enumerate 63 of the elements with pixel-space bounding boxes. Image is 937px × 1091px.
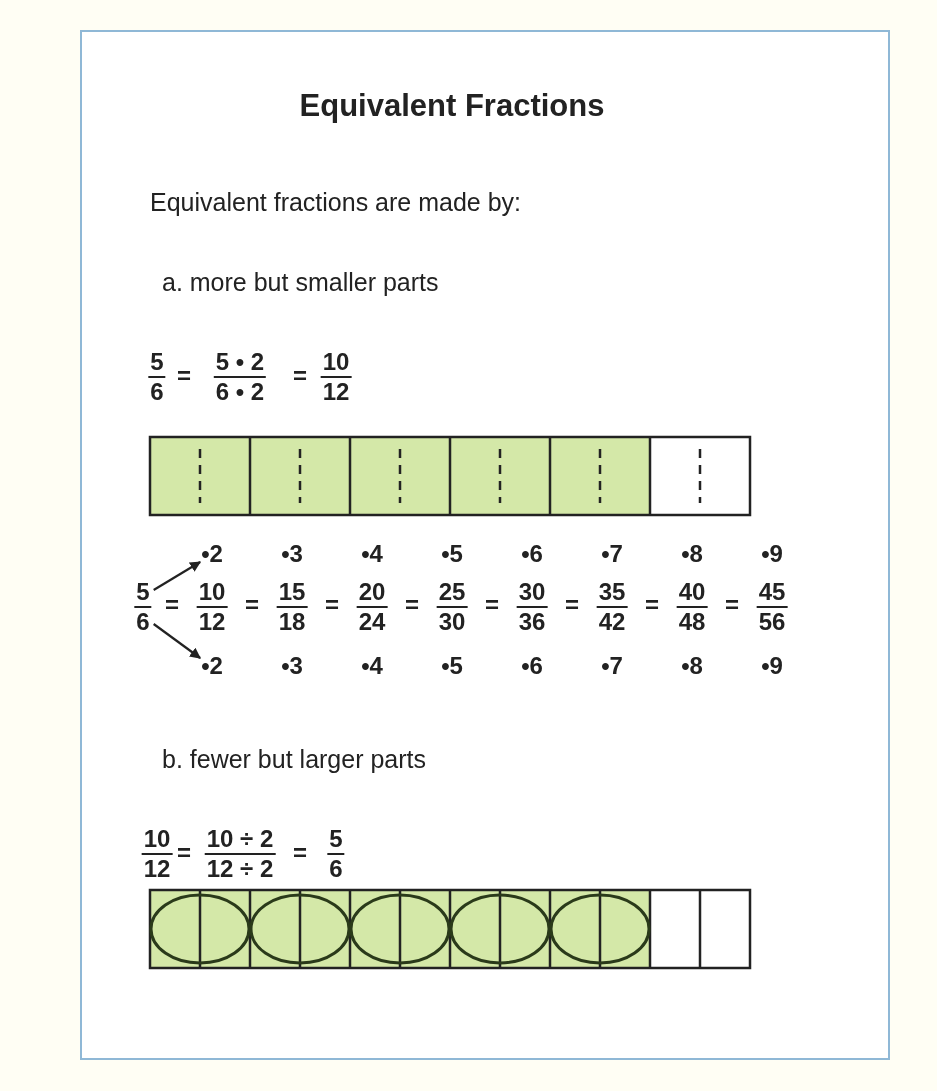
numerator: 35 — [596, 578, 628, 608]
section-heading: a. more but smaller parts — [162, 268, 439, 297]
intro-text: Equivalent fractions are made by: — [150, 188, 522, 217]
multiplier: •5 — [441, 652, 463, 680]
denominator: 42 — [597, 608, 627, 636]
multiplier: •2 — [201, 540, 223, 568]
multiplier: •2 — [201, 652, 223, 680]
multiplier: •4 — [361, 540, 383, 568]
denominator: 36 — [517, 608, 547, 636]
equals-sign: = — [177, 839, 191, 867]
multiplier: •9 — [761, 540, 783, 568]
denominator: 6 — [149, 378, 165, 406]
equals-sign: = — [565, 591, 579, 619]
multiplier: •4 — [361, 652, 383, 680]
numerator: 5 — [148, 348, 166, 378]
denominator: 12 — [197, 608, 227, 636]
equals-sign: = — [177, 362, 191, 390]
equals-sign: = — [165, 591, 179, 619]
denominator: 12 ÷ 2 — [205, 855, 275, 883]
equals-sign: = — [293, 362, 307, 390]
fraction: 5 6 — [134, 578, 152, 636]
multiplier: •8 — [681, 540, 703, 568]
denominator: 18 — [277, 608, 307, 636]
denominator: 30 — [437, 608, 467, 636]
multiplier: •6 — [521, 652, 543, 680]
numerator: 10 — [320, 348, 352, 378]
numerator: 10 — [196, 578, 228, 608]
equals-sign: = — [325, 591, 339, 619]
equals-sign: = — [293, 839, 307, 867]
multiplier: •5 — [441, 540, 463, 568]
numerator: 25 — [436, 578, 468, 608]
numerator: 40 — [676, 578, 708, 608]
numerator: 45 — [756, 578, 788, 608]
denominator: 6 — [328, 855, 344, 883]
multiplier: •3 — [281, 652, 303, 680]
equals-sign: = — [485, 591, 499, 619]
section-heading: b. fewer but larger parts — [162, 745, 426, 774]
multiplier: •7 — [601, 540, 623, 568]
arrow — [153, 623, 201, 659]
equals-sign: = — [405, 591, 419, 619]
multiplier: •6 — [521, 540, 543, 568]
numerator: 10 — [141, 825, 173, 855]
numerator: 20 — [356, 578, 388, 608]
numerator: 15 — [276, 578, 308, 608]
denominator: 24 — [357, 608, 387, 636]
equals-sign: = — [645, 591, 659, 619]
equals-sign: = — [245, 591, 259, 619]
denominator: 56 — [757, 608, 787, 636]
numerator: 5 • 2 — [213, 348, 267, 378]
title: Equivalent Fractions — [299, 88, 605, 124]
denominator: 12 — [321, 378, 351, 406]
multiplier: •7 — [601, 652, 623, 680]
equals-sign: = — [725, 591, 739, 619]
denominator: 6 • 2 — [214, 378, 266, 406]
denominator: 12 — [142, 855, 172, 883]
denominator: 48 — [677, 608, 707, 636]
multiplier: •8 — [681, 652, 703, 680]
numerator: 30 — [516, 578, 548, 608]
arrow — [153, 561, 202, 591]
multiplier: •9 — [761, 652, 783, 680]
numerator: 10 ÷ 2 — [204, 825, 276, 855]
numerator: 5 — [327, 825, 345, 855]
multiplier: •3 — [281, 540, 303, 568]
